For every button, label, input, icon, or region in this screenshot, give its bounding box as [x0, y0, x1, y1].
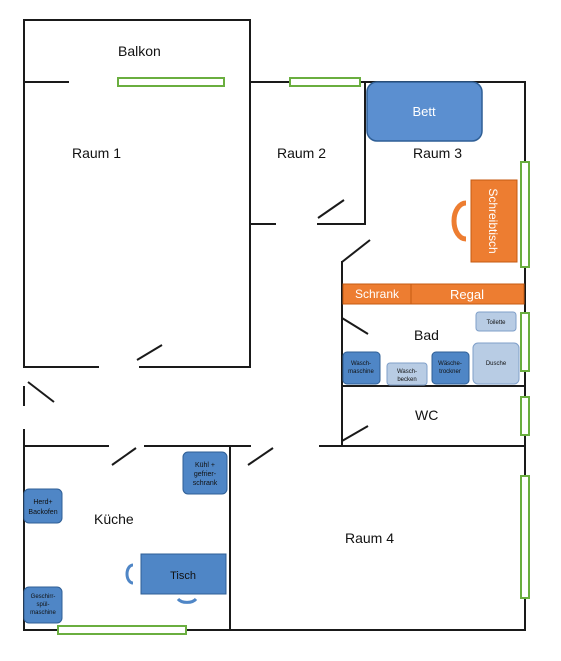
svg-text:Schreibtisch: Schreibtisch [486, 188, 500, 253]
window-raum3 [520, 161, 530, 268]
svg-text:Wasch-: Wasch- [351, 361, 371, 367]
window-wc [520, 396, 530, 436]
washbasin: Wasch- becken [386, 362, 428, 386]
room-label-balkon: Balkon [118, 43, 161, 59]
chair-icon [125, 563, 134, 585]
svg-text:becken: becken [397, 377, 416, 383]
door-raum2 [317, 199, 345, 219]
svg-text:Geschirr-: Geschirr- [31, 594, 56, 600]
wardrobe-and-shelf: Schrank Regal [342, 283, 525, 305]
svg-text:Toilette: Toilette [486, 320, 506, 326]
door-raum4 [247, 447, 274, 466]
window-bad [520, 312, 530, 372]
window-balkon [117, 77, 225, 87]
svg-text:Schrank: Schrank [355, 287, 400, 301]
dishwasher: Geschirr- spül- maschine [23, 586, 63, 624]
desk-chair-icon [451, 200, 467, 242]
room-label-raum4: Raum 4 [345, 530, 394, 546]
room-label-raum3: Raum 3 [413, 145, 462, 161]
room-label-kueche: Küche [94, 511, 134, 527]
doors [27, 199, 371, 466]
windows [57, 77, 530, 635]
svg-text:trockner: trockner [439, 369, 461, 375]
svg-text:Herd+: Herd+ [33, 499, 52, 506]
room-label-raum1: Raum 1 [72, 145, 121, 161]
desk: Schreibtisch [451, 179, 518, 263]
door-raum3 [341, 239, 371, 263]
toilet: Toilette [475, 311, 517, 332]
door-kueche [111, 447, 137, 466]
dryer: Wäsche- trockner [431, 351, 470, 385]
room-labels: Balkon Raum 1 Raum 2 Raum 3 Bad WC Küche… [72, 43, 462, 546]
window-raum4 [520, 475, 530, 599]
dining-table: Tisch [125, 553, 227, 604]
room-label-wc: WC [415, 407, 438, 423]
window-raum2 [289, 77, 361, 87]
room-label-bad: Bad [414, 327, 439, 343]
door-wc [341, 425, 369, 442]
svg-text:Wasch-: Wasch- [397, 369, 417, 375]
svg-text:Kühl +: Kühl + [195, 462, 215, 469]
svg-text:gefrier-: gefrier- [194, 471, 217, 478]
shower: Dusche [472, 342, 520, 385]
svg-text:Regal: Regal [450, 287, 484, 302]
svg-text:Tisch: Tisch [170, 570, 196, 582]
door-bad [341, 317, 369, 335]
svg-text:Wäsche-: Wäsche- [438, 361, 462, 367]
door-raum1 [136, 344, 163, 361]
svg-text:spül-: spül- [36, 602, 49, 608]
svg-text:maschine: maschine [30, 610, 56, 616]
chair-icon [176, 597, 198, 604]
door-hall-left [27, 381, 55, 403]
bed: Bett [366, 81, 483, 142]
svg-text:Backofen: Backofen [28, 509, 57, 516]
washing-machine: Wasch- maschine [342, 351, 381, 385]
window-kueche [57, 625, 187, 635]
svg-text:Bett: Bett [412, 104, 436, 119]
svg-text:schrank: schrank [193, 480, 218, 487]
svg-text:maschine: maschine [348, 369, 374, 375]
fridge: Kühl + gefrier- schrank [182, 451, 228, 495]
svg-text:Dusche: Dusche [486, 361, 507, 367]
room-label-raum2: Raum 2 [277, 145, 326, 161]
stove: Herd+ Backofen [23, 488, 63, 524]
